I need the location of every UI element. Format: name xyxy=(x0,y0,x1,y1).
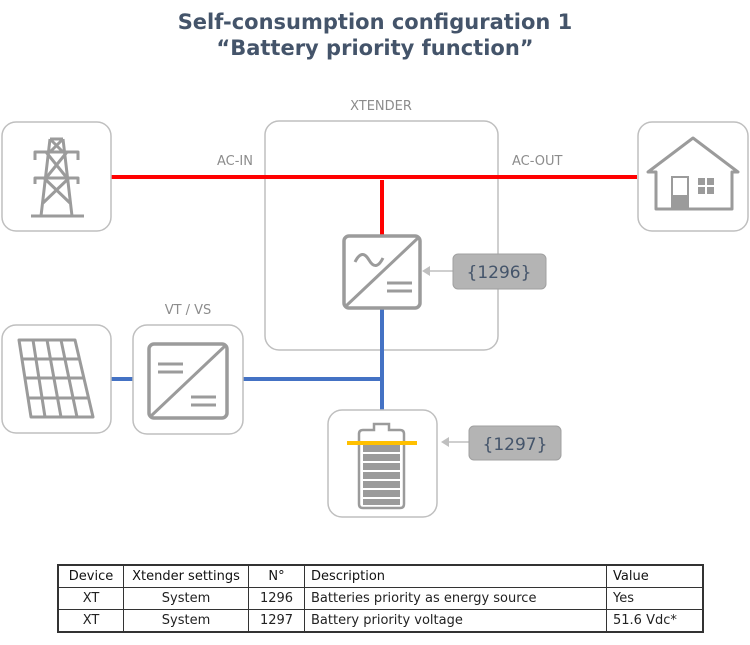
table-header-row: Device Xtender settings N° Description V… xyxy=(57,564,704,588)
house-icon xyxy=(646,136,740,211)
diagram-title-line-2: “Battery priority function” xyxy=(216,36,534,60)
xtender-label: XTENDER xyxy=(350,99,412,114)
ac-out-label: AC-OUT xyxy=(512,154,563,169)
header-value: Value xyxy=(606,564,704,588)
cell-number: 1297 xyxy=(248,609,305,633)
cell-value: 51.6 Vdc* xyxy=(606,609,704,633)
param-tag-1296[interactable] xyxy=(452,253,547,290)
battery-icon xyxy=(357,422,406,510)
diagram-title-line-1: Self-consumption configuration 1 xyxy=(177,10,573,34)
system-diagram: XTENDER AC-IN AC-OUT xyxy=(1,99,749,518)
cell-device: XT xyxy=(57,609,124,633)
cell-settings: System xyxy=(123,587,249,610)
cell-description: Batteries priority as energy source xyxy=(304,587,607,610)
grid-node xyxy=(1,121,112,232)
solar-panel-icon xyxy=(17,338,95,419)
param-tag-1297[interactable] xyxy=(468,425,562,461)
header-number: N° xyxy=(248,564,305,588)
header-description: Description xyxy=(304,564,607,588)
dc-dc-converter-icon xyxy=(147,342,229,420)
settings-table: Device Xtender settings N° Description V… xyxy=(57,564,704,633)
cell-number: 1296 xyxy=(248,587,305,610)
ac-dc-inverter-icon xyxy=(342,234,422,310)
table-row: XT System 1297 Battery priority voltage … xyxy=(57,609,704,633)
cell-settings: System xyxy=(123,609,249,633)
power-pylon-icon xyxy=(31,137,84,218)
solar-node xyxy=(1,324,112,434)
cell-value: Yes xyxy=(606,587,704,610)
ac-in-label: AC-IN xyxy=(217,154,253,169)
arrow-head-icon xyxy=(422,266,430,276)
battery-node xyxy=(327,409,438,518)
header-device: Device xyxy=(57,564,124,588)
header-xtender-settings: Xtender settings xyxy=(123,564,249,588)
table-row: XT System 1296 Batteries priority as ene… xyxy=(57,587,704,610)
param-tag-1297-text: {1297} xyxy=(483,435,548,455)
vtvs-node xyxy=(132,324,244,435)
cell-description: Battery priority voltage xyxy=(304,609,607,633)
param-tag-1296-text: {1296} xyxy=(467,263,532,283)
vt-vs-label: VT / VS xyxy=(165,303,212,318)
cell-device: XT xyxy=(57,587,124,610)
house-node xyxy=(637,121,749,232)
arrow-head-icon xyxy=(441,437,449,447)
